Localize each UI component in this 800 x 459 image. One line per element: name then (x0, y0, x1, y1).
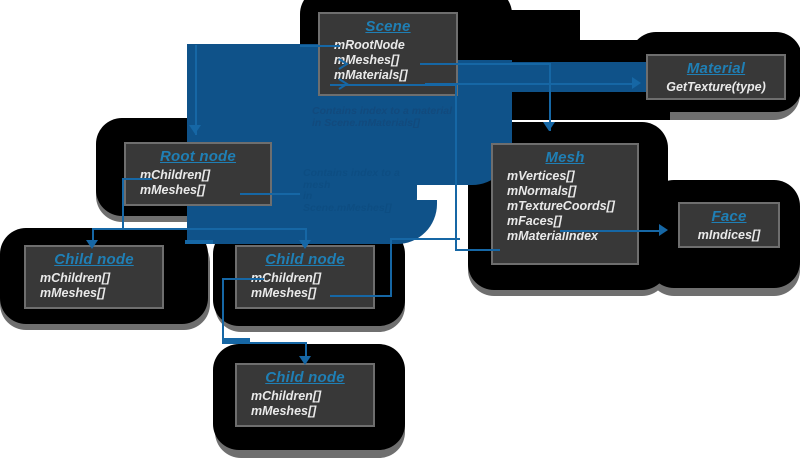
arrow-into-child-node-bottom (299, 356, 311, 365)
field-childbottom-mchildren: mChildren[] (251, 389, 322, 403)
field-mmeshes: mMeshes[] (334, 53, 400, 67)
connector-mmaterials-h (425, 83, 635, 85)
connector-midmeshes-h (330, 295, 392, 297)
node-child-node-left-fields: mChildren[] mMeshes[] (26, 271, 162, 301)
field-mvertices: mVertices[] (507, 169, 575, 183)
arrow-into-face (659, 224, 668, 236)
node-child-node-bottom-fields: mChildren[] mMeshes[] (237, 389, 373, 419)
connector-child-left-drop (92, 228, 94, 246)
arrow-into-mesh (543, 122, 555, 131)
blue-field-lower (187, 200, 437, 244)
arrow-into-child-node-left (86, 240, 98, 249)
field-childmid-mchildren: mChildren[] (251, 271, 322, 285)
connector-rootnode-v (195, 45, 197, 135)
node-root-node[interactable]: Root node mChildren[] mMeshes[] (124, 142, 272, 206)
field-mmaterialindex: mMaterialIndex (507, 229, 599, 243)
connector-midchildren-h (222, 278, 264, 280)
node-scene[interactable]: Scene mRootNode mMeshes[] mMaterials[] (318, 12, 458, 96)
node-mesh[interactable]: Mesh mVertices[] mNormals[] mTextureCoor… (491, 143, 639, 265)
tick-child-mid (222, 338, 250, 342)
connector-mfaces-h (560, 230, 660, 232)
chevron-meshes-in (336, 56, 352, 77)
annotation-mesh-index: Contains index to a mesh in Scene.mMeshe… (303, 167, 400, 214)
connector-rootchildren-h (122, 178, 152, 180)
connector-rootmeshes-h (240, 193, 300, 195)
arrow-into-material (632, 77, 641, 89)
connector-materialindex-top (330, 84, 456, 86)
node-mesh-title: Mesh (545, 149, 585, 166)
field-mindices: mIndices[] (697, 228, 761, 242)
node-material-fields: GetTexture(type) (648, 80, 784, 95)
node-material[interactable]: Material GetTexture(type) (646, 54, 786, 100)
node-child-node-bottom[interactable]: Child node mChildren[] mMeshes[] (235, 363, 375, 427)
field-mfaces: mFaces[] (507, 214, 562, 228)
node-child-node-mid-title: Child node (265, 251, 345, 268)
annotation-material-index: Contains index to a material in Scene.mM… (312, 105, 453, 129)
connector-mmeshes-v (549, 63, 551, 131)
connector-materialindex-h (455, 249, 500, 251)
node-face-title: Face (711, 208, 747, 225)
connector-rootchildren-bus (92, 228, 307, 230)
connector-midmeshes-v (390, 238, 392, 296)
field-mmaterials: mMaterials[] (334, 68, 408, 82)
chevron-materials-in (336, 76, 352, 97)
node-child-node-mid[interactable]: Child node mChildren[] mMeshes[] (235, 245, 375, 309)
node-scene-title: Scene (365, 18, 411, 35)
node-root-node-fields: mChildren[] mMeshes[] (126, 168, 270, 198)
field-root-mmeshes: mMeshes[] (140, 183, 206, 197)
connector-midchildren-bus (222, 342, 305, 344)
node-face-fields: mIndices[] (680, 228, 778, 243)
connector-midchildren-v (222, 278, 224, 344)
field-childbottom-mmeshes: mMeshes[] (251, 404, 317, 418)
field-root-mchildren: mChildren[] (140, 168, 211, 182)
arrow-into-root-node (189, 125, 201, 134)
node-child-node-bottom-title: Child node (265, 369, 345, 386)
field-childleft-mmeshes: mMeshes[] (40, 286, 106, 300)
field-childleft-mchildren: mChildren[] (40, 271, 111, 285)
connector-child-mid-drop (305, 228, 307, 246)
field-mrootnode: mRootNode (334, 38, 405, 52)
node-mesh-fields: mVertices[] mNormals[] mTextureCoords[] … (493, 169, 637, 244)
connector-rootchildren-v (122, 178, 124, 230)
connector-mmeshes-h (420, 63, 550, 65)
arrow-into-child-node-mid (299, 240, 311, 249)
node-child-node-mid-fields: mChildren[] mMeshes[] (237, 271, 373, 301)
connector-midmeshes-top (390, 238, 460, 240)
field-childmid-mmeshes: mMeshes[] (251, 286, 317, 300)
tick-child-left (185, 240, 213, 244)
field-gettexture: GetTexture(type) (666, 80, 766, 94)
node-material-title: Material (686, 60, 746, 77)
node-child-node-left-title: Child node (54, 251, 134, 268)
connector-bottom-drop (305, 342, 307, 360)
node-root-node-title: Root node (160, 148, 236, 165)
field-mnormals: mNormals[] (507, 184, 577, 198)
connector-materialindex-v (455, 84, 457, 250)
node-child-node-left[interactable]: Child node mChildren[] mMeshes[] (24, 245, 164, 309)
node-scene-fields: mRootNode mMeshes[] mMaterials[] (320, 38, 456, 83)
node-face[interactable]: Face mIndices[] (678, 202, 780, 248)
connector-rootnode-h (300, 45, 340, 47)
field-mtexturecoords: mTextureCoords[] (507, 199, 615, 213)
